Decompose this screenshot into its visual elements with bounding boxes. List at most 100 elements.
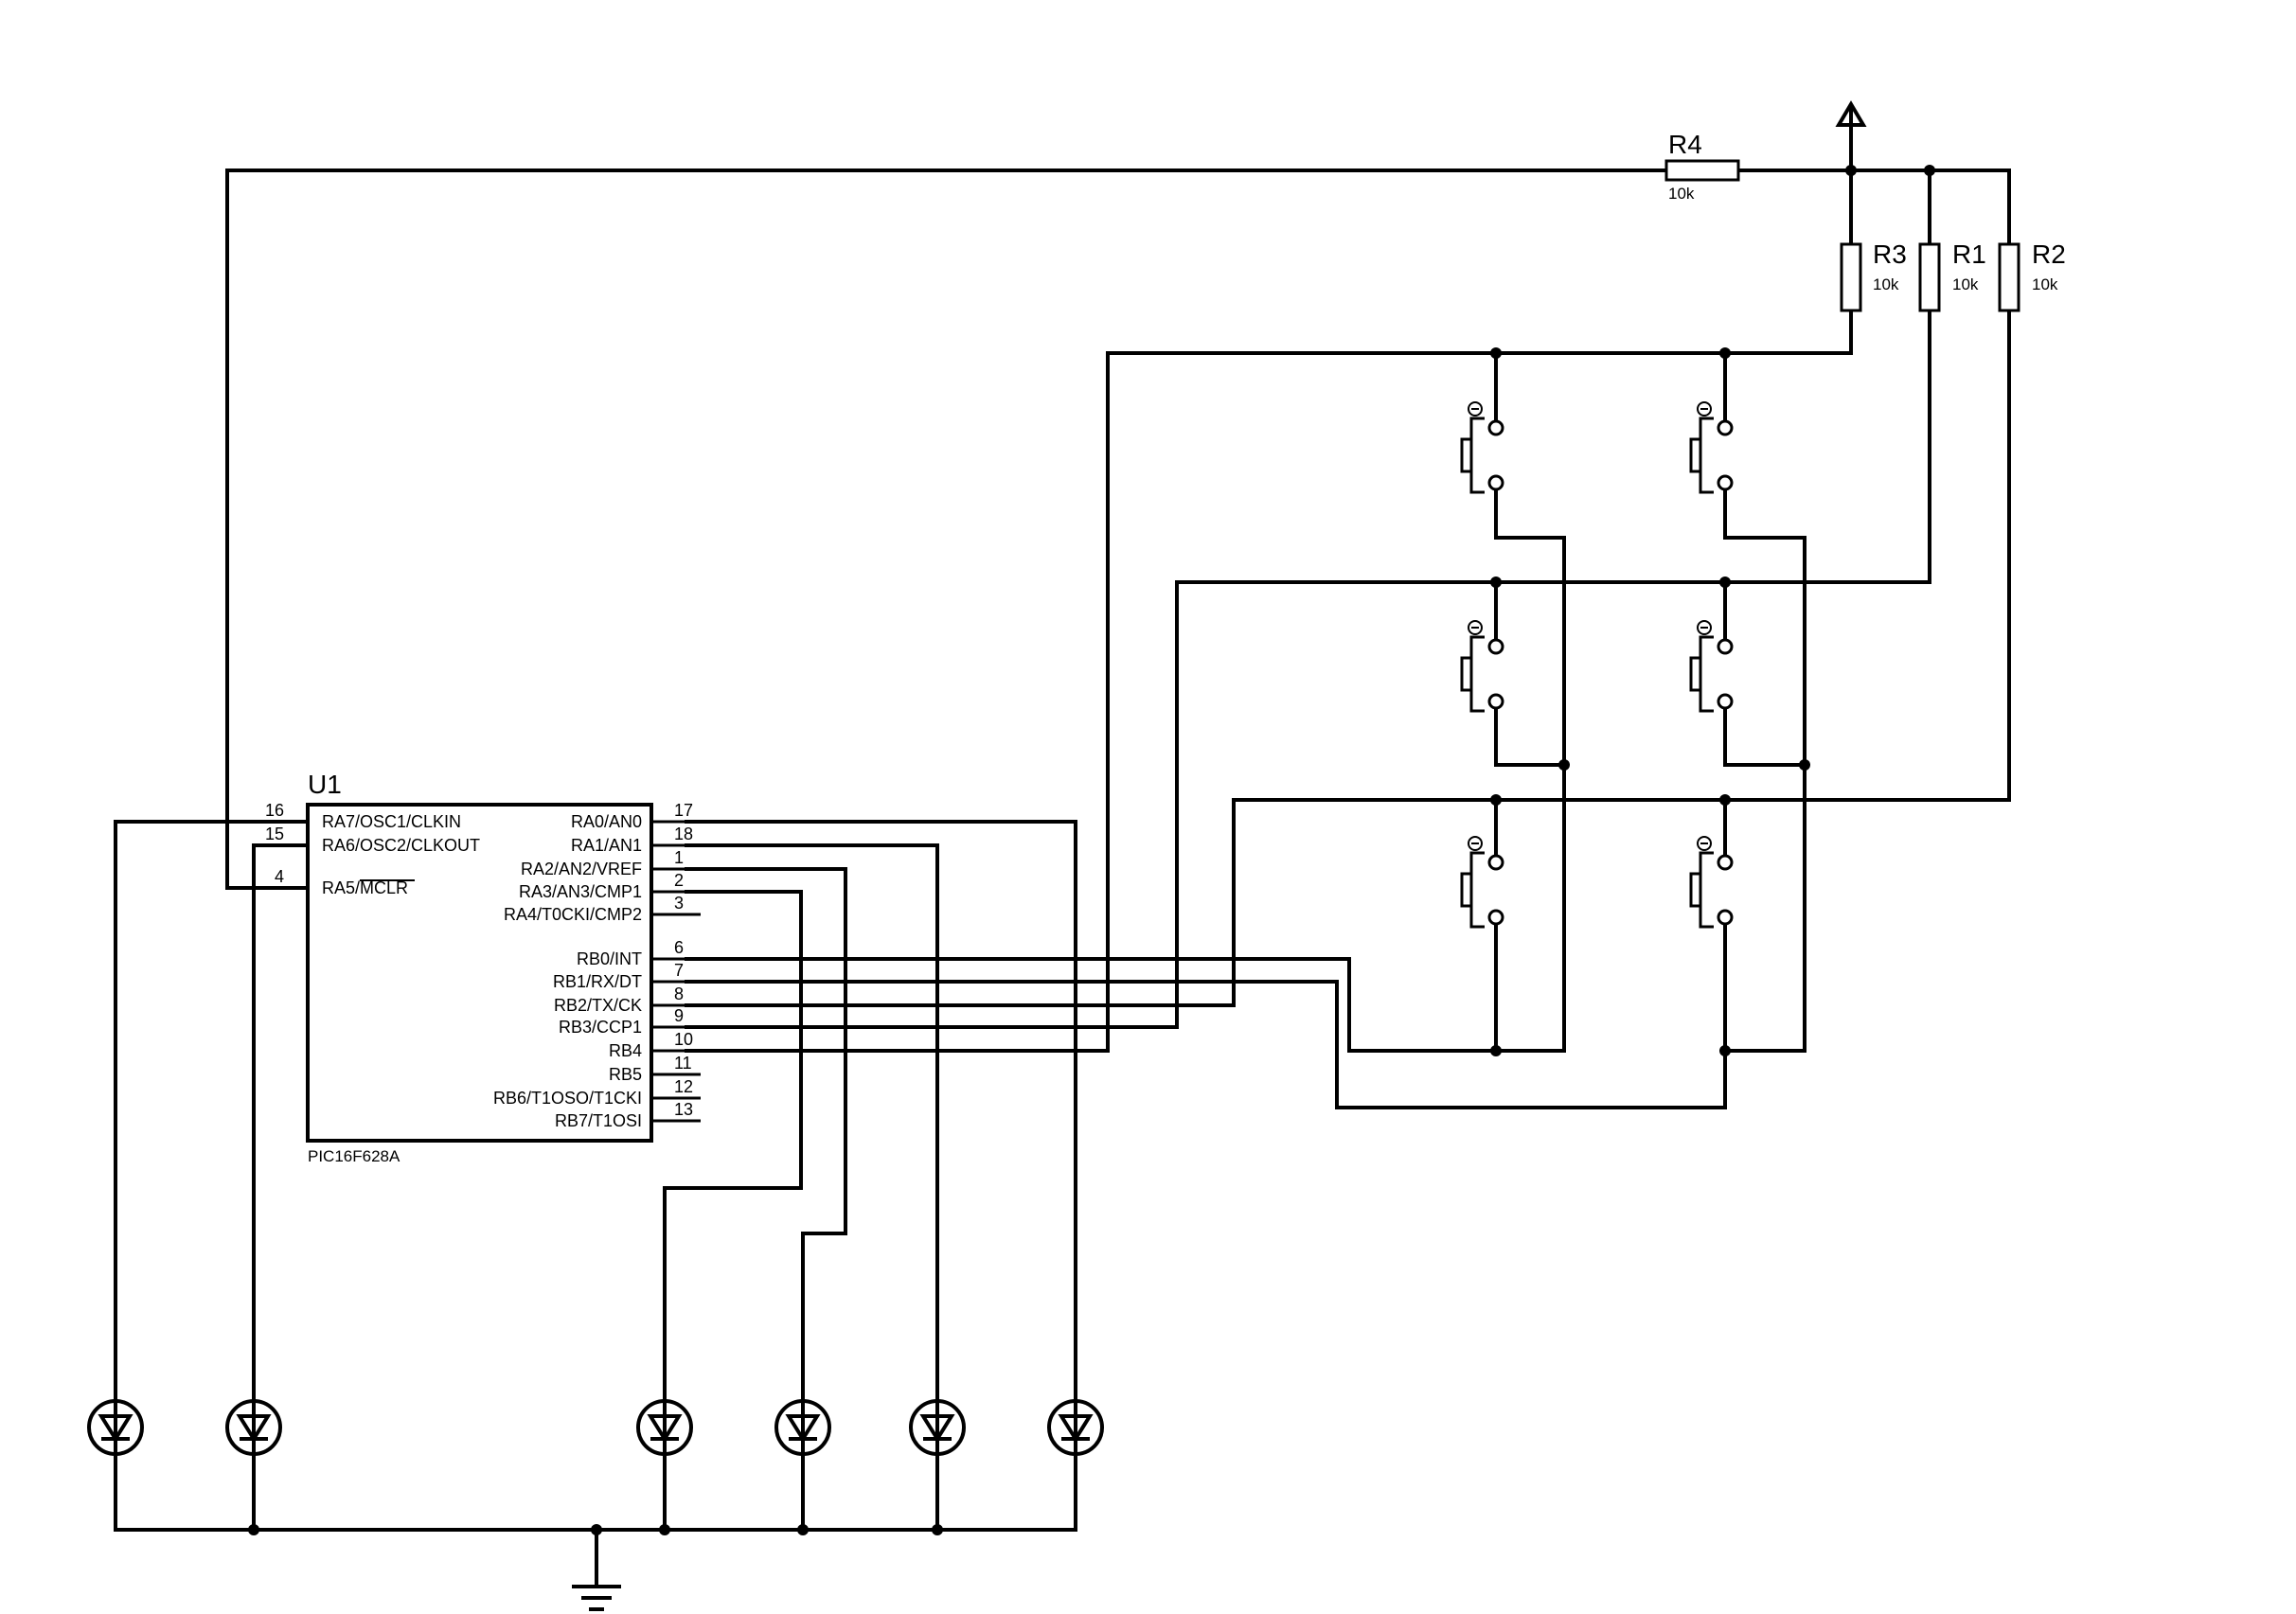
pin-label: RA5/MCLR bbox=[322, 878, 408, 897]
wire-led-ra7 bbox=[114, 820, 310, 1405]
junction-dot bbox=[1719, 1045, 1731, 1056]
led-icon bbox=[87, 1399, 144, 1456]
junction-dot bbox=[1924, 165, 1935, 176]
junction-dot bbox=[1719, 576, 1731, 588]
push-button bbox=[1460, 401, 1504, 494]
wire-sw-c1-r1b bbox=[1494, 481, 1566, 540]
wire-sw-c1-r3b bbox=[1494, 915, 1566, 1053]
pin-number: 10 bbox=[674, 1030, 693, 1049]
wire-r2-row bbox=[685, 309, 2011, 1007]
junction-dot bbox=[1719, 794, 1731, 806]
resistor-r2-ref: R2 bbox=[2032, 239, 2066, 269]
pin-number: 13 bbox=[674, 1100, 693, 1119]
pin-label: RB7/T1OSI bbox=[555, 1111, 642, 1130]
wire-sw-c2-r3b bbox=[1723, 915, 1807, 1053]
led-icon bbox=[225, 1399, 282, 1456]
pin-stubs bbox=[651, 820, 701, 1123]
pin-label: RA0/AN0 bbox=[571, 812, 642, 831]
mcu-ref: U1 bbox=[308, 770, 342, 799]
wire-col1 bbox=[685, 763, 1566, 1053]
mcu-part: PIC16F628A bbox=[308, 1147, 400, 1165]
resistor-r3-body bbox=[1840, 242, 1862, 312]
pin-label: RB1/RX/DT bbox=[553, 972, 642, 991]
pin-number: 16 bbox=[265, 801, 284, 820]
push-button bbox=[1460, 620, 1504, 713]
resistor-r1-ref: R1 bbox=[1952, 239, 1986, 269]
resistor-r3-value: 10k bbox=[1873, 275, 1899, 293]
resistor-r4-value: 10k bbox=[1668, 185, 1695, 203]
resistor-r4-ref: R4 bbox=[1668, 130, 1702, 159]
resistors: R4 10k R3 10k R1 10k R2 10k bbox=[1664, 130, 2066, 312]
pin-label: RA1/AN1 bbox=[571, 836, 642, 855]
pin-number: 3 bbox=[674, 894, 684, 913]
led-icon bbox=[1047, 1399, 1104, 1456]
wire-led-ra6 bbox=[252, 843, 310, 1405]
pin-label: RA3/AN3/CMP1 bbox=[519, 882, 642, 901]
pin-number: 11 bbox=[674, 1054, 692, 1073]
pin-number: 7 bbox=[674, 961, 684, 980]
resistor-r4-body bbox=[1664, 159, 1740, 182]
wires bbox=[114, 121, 2011, 1588]
junction-dot bbox=[1490, 347, 1502, 359]
wire-sw-c1-r2b bbox=[1494, 700, 1566, 767]
resistor-r2-body bbox=[1998, 242, 2020, 312]
junction-dot bbox=[1558, 759, 1570, 771]
junction-dot bbox=[1719, 347, 1731, 359]
pin-number: 17 bbox=[674, 801, 693, 820]
junction-dot bbox=[591, 1524, 602, 1535]
power-icon bbox=[1835, 100, 1867, 127]
wire-led-ra2 bbox=[685, 867, 847, 1405]
pin-label: RB0/INT bbox=[577, 949, 642, 968]
pin-label: RA4/T0CKI/CMP2 bbox=[504, 905, 642, 924]
pin-label: RB3/CCP1 bbox=[559, 1018, 642, 1037]
resistor-r1-body bbox=[1918, 242, 1941, 312]
junction-dot bbox=[248, 1524, 259, 1535]
junction-dot bbox=[1799, 759, 1810, 771]
wire-led-ra3 bbox=[663, 890, 803, 1405]
led-icon bbox=[909, 1399, 966, 1456]
resistor-r3-ref: R3 bbox=[1873, 239, 1907, 269]
wire-sw-c2-r1b bbox=[1723, 481, 1807, 540]
push-button bbox=[1460, 836, 1504, 929]
wire-sw-c2-r2b bbox=[1723, 700, 1807, 767]
junction-dot bbox=[1845, 165, 1857, 176]
push-button bbox=[1689, 401, 1734, 494]
pin-label: RA2/AN2/VREF bbox=[521, 860, 642, 878]
pin-label: RB6/T1OSO/T1CKI bbox=[493, 1089, 642, 1108]
push-button bbox=[1689, 620, 1734, 713]
mcu-body bbox=[306, 803, 653, 1143]
push-button bbox=[1689, 836, 1734, 929]
resistor-r2-value: 10k bbox=[2032, 275, 2058, 293]
pin-label: RA7/OSC1/CLKIN bbox=[322, 812, 461, 831]
led-icon bbox=[774, 1399, 831, 1456]
leds bbox=[87, 1399, 1104, 1456]
junctions bbox=[248, 165, 1935, 1535]
pin-number: 12 bbox=[674, 1077, 693, 1096]
pin-number: 9 bbox=[674, 1006, 684, 1025]
pin-number: 15 bbox=[265, 825, 284, 843]
pin-label: RB4 bbox=[609, 1041, 642, 1060]
wire-r3-row bbox=[685, 309, 1853, 1053]
junction-dot bbox=[1490, 1045, 1502, 1056]
wire-led-ra1 bbox=[685, 843, 939, 1405]
ground-icon bbox=[572, 1585, 621, 1611]
pin-number: 4 bbox=[275, 867, 284, 886]
pin-label: RA6/OSC2/CLKOUT bbox=[322, 836, 480, 855]
pin-number: 8 bbox=[674, 984, 684, 1003]
wire-led-ra0 bbox=[685, 820, 1077, 1405]
junction-dot bbox=[1490, 794, 1502, 806]
led-icon bbox=[636, 1399, 693, 1456]
junction-dot bbox=[659, 1524, 670, 1535]
pin-number: 6 bbox=[674, 938, 684, 957]
wire-col2 bbox=[685, 763, 1807, 1109]
mcu-right-pins: 17RA0/AN018RA1/AN11RA2/AN2/VREF2RA3/AN3/… bbox=[493, 801, 693, 1130]
pin-label: RB2/TX/CK bbox=[554, 996, 642, 1015]
pin-number: 2 bbox=[674, 871, 684, 890]
junction-dot bbox=[797, 1524, 809, 1535]
wire-r1-row bbox=[685, 309, 1931, 1029]
junction-dot bbox=[1490, 576, 1502, 588]
pin-label: RB5 bbox=[609, 1065, 642, 1084]
resistor-r1-value: 10k bbox=[1952, 275, 1979, 293]
junction-dot bbox=[932, 1524, 943, 1535]
